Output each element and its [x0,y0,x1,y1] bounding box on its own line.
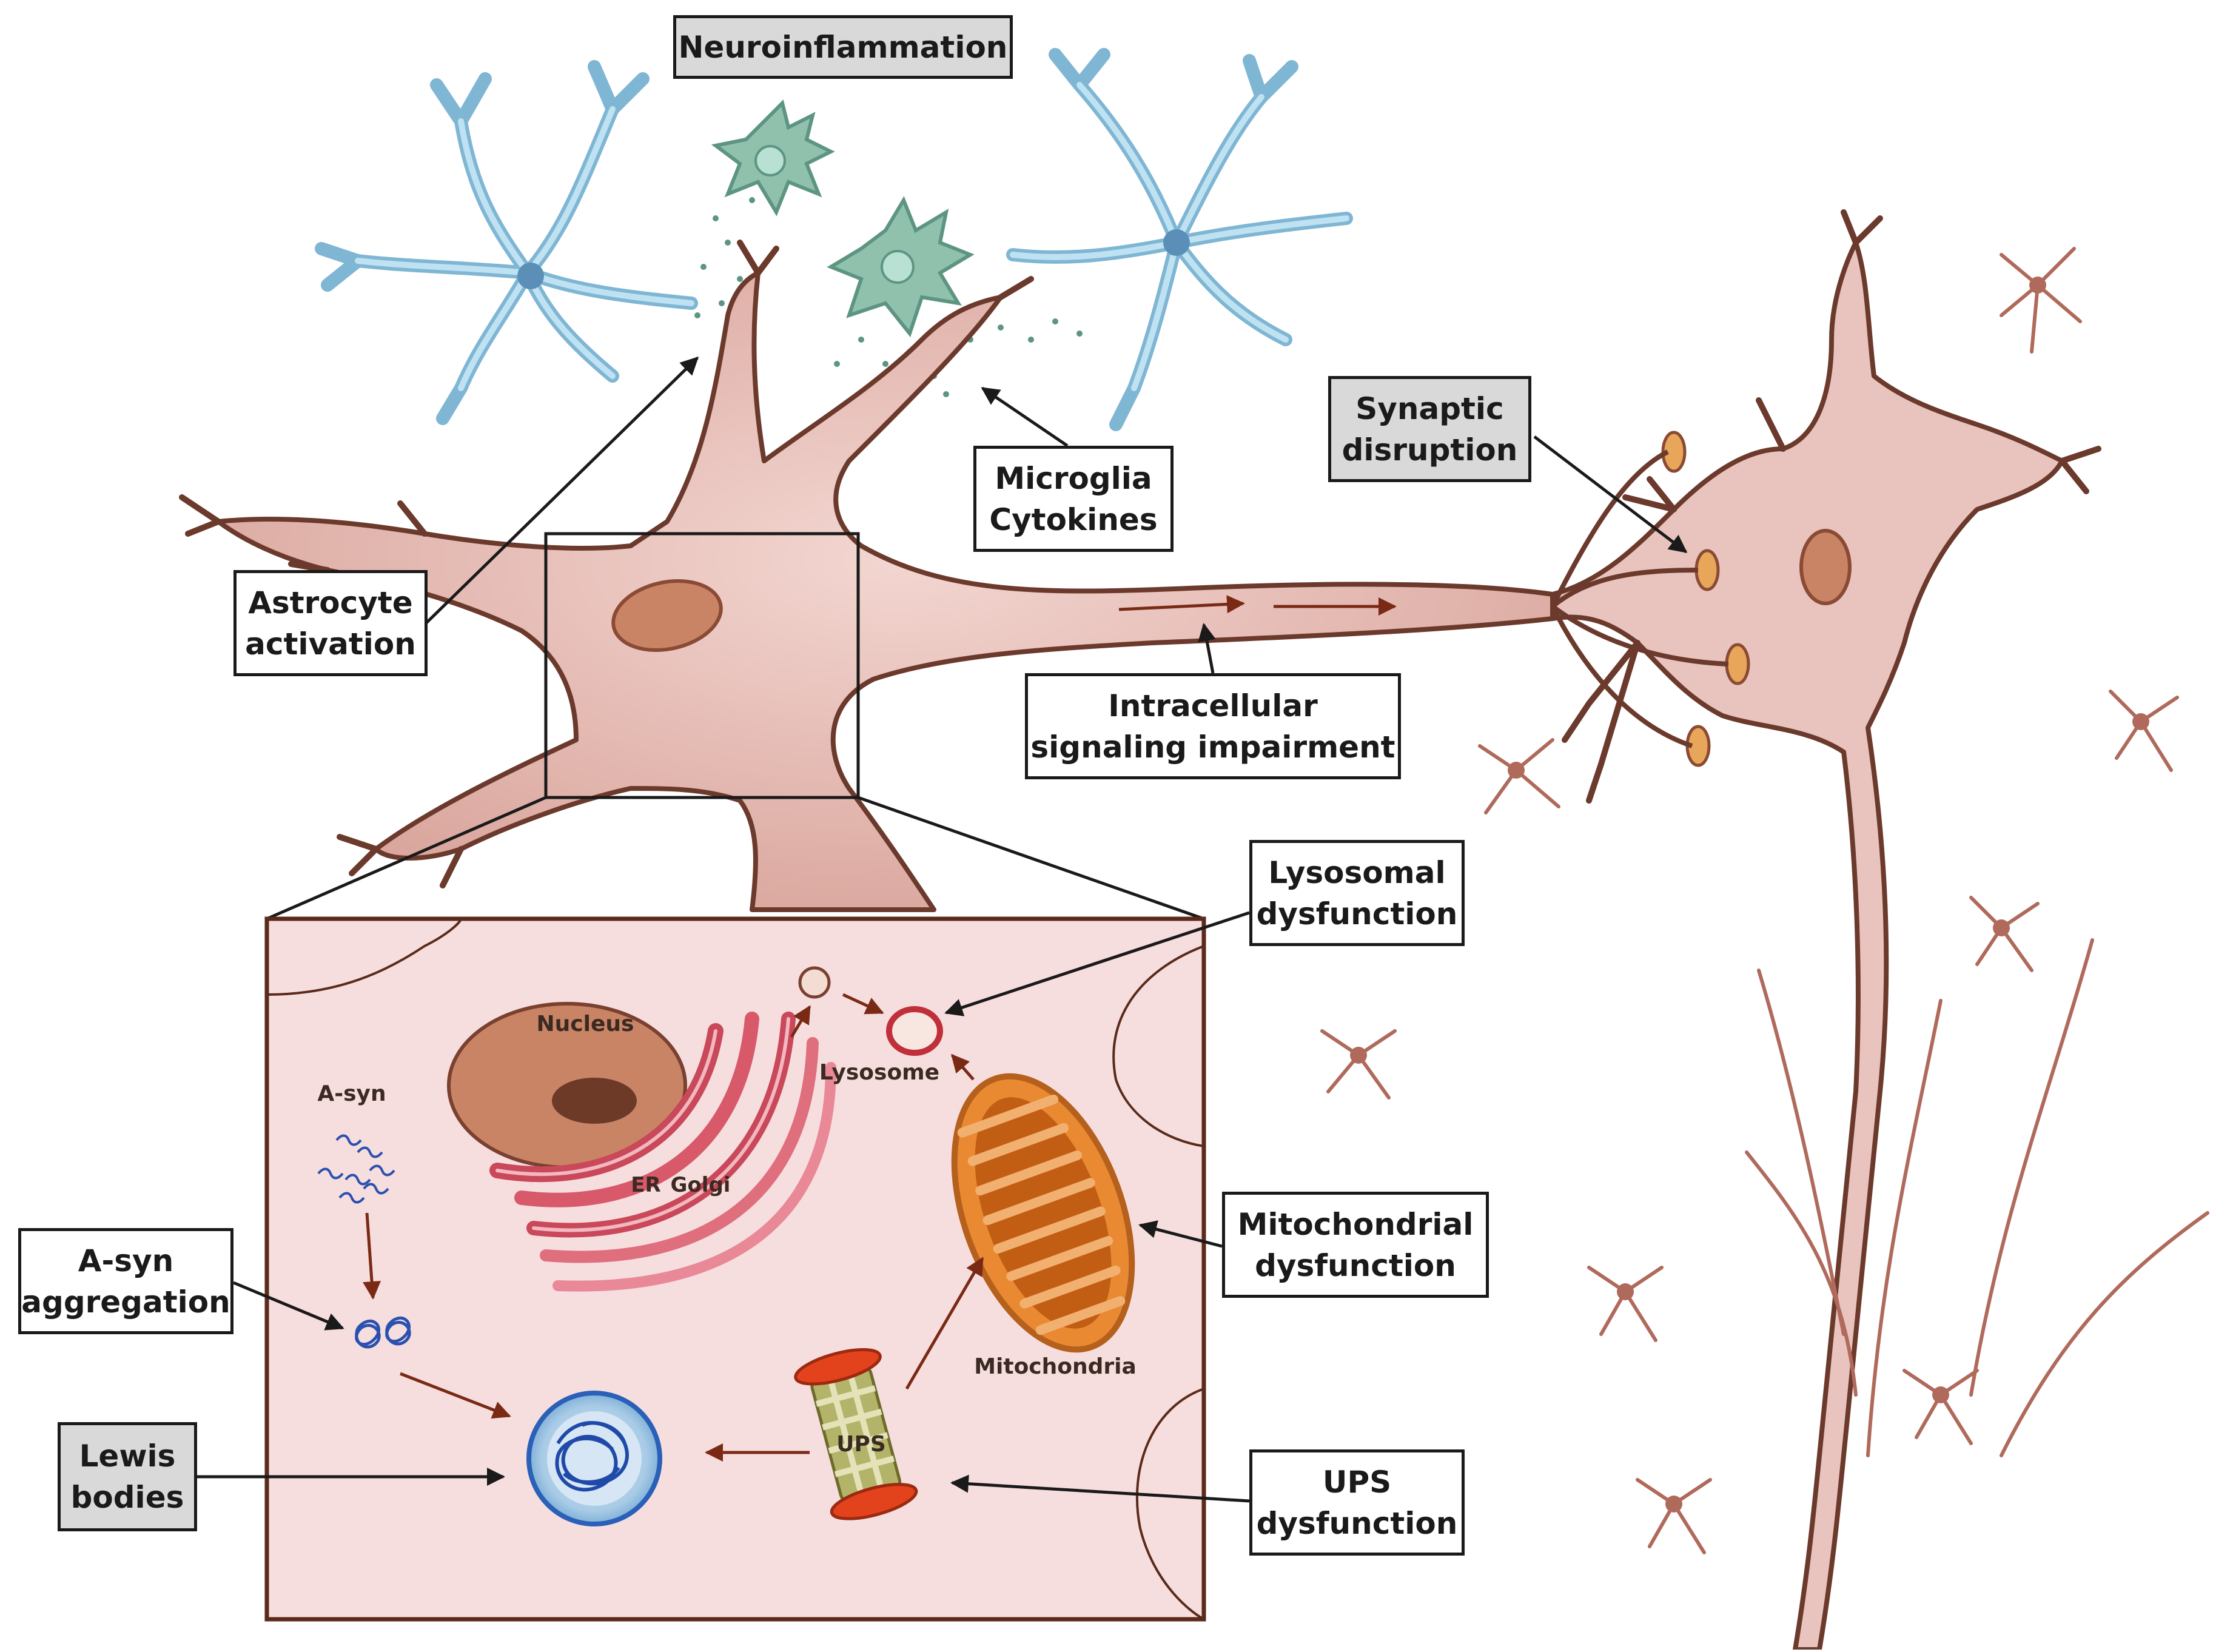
nucleolus [552,1078,637,1124]
left-neuron [179,240,1573,912]
label-golgi: Golgi [671,1173,731,1197]
arrow-ups-to-mito [905,1257,984,1390]
right-neuron [1550,209,2101,1652]
callout-intracellular-signaling: Intracellular signaling impairment [1025,673,1401,779]
background-neurons [1320,247,2209,1554]
label-mitochondria: Mitochondria [974,1354,1137,1379]
callout-ups-dysfunction: UPS dysfunction [1249,1449,1465,1556]
arrow-mito-to-lysosome [951,1053,975,1081]
label-er: ER [631,1173,660,1197]
callout-asyn-aggregation: A-syn aggregation [18,1228,233,1334]
vesicle [798,966,831,999]
callout-astrocyte-activation: Astrocyte activation [233,570,428,676]
zoom-line-left [266,796,546,921]
arrow-asyn-to-aggregate [363,1212,381,1300]
synapse-terminal-2 [1725,643,1750,685]
zoom-box [544,532,860,799]
microglia-top [711,99,835,217]
lewis-body [526,1391,662,1526]
callout-neuroinflammation: Neuroinflammation [673,15,1013,79]
microglia-middle [827,196,975,338]
asyn-aggregates [355,1316,411,1349]
er-golgi-organelle [489,1012,836,1292]
arrow-vesicle-to-lysosome [842,993,884,1015]
asyn-monomers [317,1134,395,1204]
callout-arrows [197,356,1688,1503]
label-lysosome: Lysosome [819,1060,939,1085]
ups-proteasome [794,1348,918,1520]
label-ups: UPS [836,1432,886,1457]
left-neuron-nucleus [611,579,723,652]
callout-synaptic-disruption: Synaptic disruption [1328,376,1531,482]
label-nucleus: Nucleus [537,1012,634,1036]
callout-lewis-bodies: Lewis bodies [58,1422,197,1531]
lysosome-organelle [886,1006,943,1056]
label-asyn: A-syn [317,1081,386,1106]
inset-panel: Nucleus ER Golgi Lysosome Mitochondria A… [264,916,1206,1622]
mitochondria-organelle [951,1073,1135,1353]
callout-mitochondrial-dysfunction: Mitochondrial dysfunction [1222,1192,1489,1298]
right-neuron-nucleus [1799,529,1852,605]
arrow-golgi-to-vesicle [790,1005,811,1038]
callout-microglia-cytokines: Microglia Cytokines [973,446,1174,552]
arrow-aggregate-to-lewis [400,1372,511,1419]
axon-signal-arrow-1 [1118,595,1245,614]
callout-lysosomal-dysfunction: Lysosomal dysfunction [1249,840,1465,946]
synapse-terminal-1 [1694,549,1720,591]
zoom-line-right [858,796,1204,921]
